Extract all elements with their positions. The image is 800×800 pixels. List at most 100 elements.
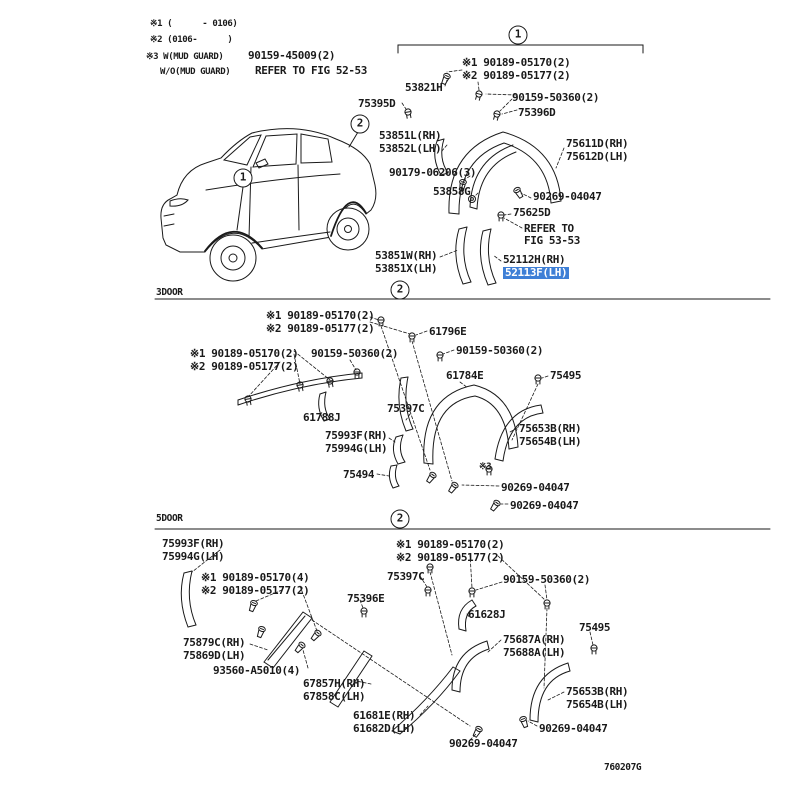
moulding-strip <box>392 434 406 465</box>
part-label[interactable]: 53851W(RH) <box>375 249 438 262</box>
part-label[interactable]: 75879C(RH) <box>183 636 246 649</box>
part-label[interactable]: 90159-50360(2) <box>503 573 591 586</box>
legend-text: ※1 ( - 0106) <box>150 19 238 29</box>
part-label[interactable]: 52113F(LH) <box>503 266 570 279</box>
part-label[interactable]: 90269-04047 <box>510 499 579 512</box>
rear-window <box>300 133 333 164</box>
part-label[interactable]: 90159-50360(2) <box>456 344 544 357</box>
part-label[interactable]: ※1 90189-05170(2) <box>462 56 571 69</box>
part-label[interactable]: ※1 90189-05170(2) <box>266 309 375 322</box>
legend-text: W/O(MUD GUARD) <box>160 67 231 77</box>
wheel-arch-flare <box>451 640 490 693</box>
callout-badge: 2 <box>390 280 410 300</box>
part-label[interactable]: ※1 90189-05170(4) <box>201 571 310 584</box>
part-label[interactable]: 75869D(LH) <box>183 649 246 662</box>
part-label[interactable]: 61682D(LH) <box>353 722 416 735</box>
section1-art <box>401 69 565 286</box>
part-label[interactable]: 90269-04047 <box>533 190 602 203</box>
part-label[interactable]: 53851X(LH) <box>375 262 438 275</box>
part-label[interactable]: 90269-04047 <box>539 722 608 735</box>
part-label[interactable]: 75994G(LH) <box>325 442 388 455</box>
part-label[interactable]: 75688A(LH) <box>503 646 566 659</box>
legend-text: ※3 W(MUD GUARD) <box>146 52 224 62</box>
part-label[interactable]: 75687A(RH) <box>503 633 566 646</box>
part-label[interactable]: 93560-A5010(4) <box>213 664 301 677</box>
front-wheel <box>209 234 257 282</box>
part-label[interactable]: 53852L(LH) <box>379 142 442 155</box>
part-label[interactable]: ※2 90189-05177(2) <box>396 551 505 564</box>
part-label[interactable]: ※2 90189-05177(2) <box>266 322 375 335</box>
part-label[interactable]: 75653B(RH) <box>519 422 582 435</box>
moulding-strip <box>388 464 400 489</box>
part-label[interactable]: 90269-04047 <box>449 737 518 750</box>
mudguard-strips <box>455 226 497 286</box>
part-label[interactable]: ※1 90189-05170(2) <box>190 347 299 360</box>
part-label[interactable]: 75395D <box>358 97 396 110</box>
part-label[interactable]: 75495 <box>579 621 611 634</box>
mirror <box>255 158 269 169</box>
part-label[interactable]: 67858C(LH) <box>303 690 366 703</box>
part-label[interactable]: 75654B(LH) <box>566 698 629 711</box>
callout-badge: 1 <box>508 25 528 45</box>
part-label[interactable]: 75653B(RH) <box>566 685 629 698</box>
part-label[interactable]: 75993F(RH) <box>162 537 225 550</box>
part-label: ※3 <box>479 462 492 472</box>
part-label[interactable]: 75994G(LH) <box>162 550 225 563</box>
part-label[interactable]: 75612D(LH) <box>566 150 629 163</box>
part-label[interactable]: ※2 90189-05177(2) <box>462 69 571 82</box>
part-label[interactable]: ※1 90189-05170(2) <box>396 538 505 551</box>
part-label[interactable]: 75397C <box>387 570 425 583</box>
car-illustration <box>160 128 377 282</box>
part-label[interactable]: 52112H(RH) <box>503 253 566 266</box>
legend-text[interactable]: 90159-45009(2) <box>248 49 336 62</box>
part-label[interactable]: 90269-04047 <box>501 481 570 494</box>
section-caption: 3DOOR <box>156 287 183 298</box>
section3-art <box>180 549 598 741</box>
callout-badge: 2 <box>350 114 370 134</box>
arch-protector <box>494 404 544 462</box>
arch-protector <box>529 662 571 723</box>
part-label[interactable]: 75625D <box>513 206 551 219</box>
part-label[interactable]: 75495 <box>550 369 582 382</box>
rear-fender-flare <box>330 201 367 237</box>
leader-lines <box>247 316 549 505</box>
part-label[interactable]: 53851L(RH) <box>379 129 442 142</box>
front-retainer-strip <box>434 138 449 176</box>
door-window <box>252 133 298 168</box>
part-label[interactable]: 75993F(RH) <box>325 429 388 442</box>
part-label[interactable]: 75494 <box>343 468 375 481</box>
part-label[interactable]: 75611D(RH) <box>566 137 629 150</box>
part-label[interactable]: 75396E <box>347 592 385 605</box>
part-label[interactable]: 75397C <box>387 402 425 415</box>
part-label[interactable]: 53821H <box>405 81 443 94</box>
part-label[interactable]: 67857H(RH) <box>303 677 366 690</box>
headlight <box>169 198 189 207</box>
part-label[interactable]: ※2 90189-05177(2) <box>201 584 310 597</box>
part-label[interactable]: 90179-06206(3) <box>389 166 477 179</box>
part-label[interactable]: 61796E <box>429 325 467 338</box>
part-label[interactable]: 90159-50360(2) <box>311 347 399 360</box>
moulding-strip <box>318 391 331 422</box>
door-moulding <box>329 650 373 708</box>
part-label[interactable]: ※2 90189-05177(2) <box>190 360 299 373</box>
part-label[interactable]: 90159-50360(2) <box>512 91 600 104</box>
part-label[interactable]: 61628J <box>468 608 506 621</box>
part-label[interactable]: 75654B(LH) <box>519 435 582 448</box>
legend-text: ※2 (0106- ) <box>150 35 233 45</box>
part-label: REFER TO <box>524 222 574 235</box>
figure-code: 760207G <box>604 762 642 773</box>
leader-lines <box>401 69 565 262</box>
leader-lines <box>191 549 594 741</box>
part-label[interactable]: 61681E(RH) <box>353 709 416 722</box>
arch-extension <box>458 599 477 632</box>
part-label[interactable]: 53858G <box>433 185 471 198</box>
part-label[interactable]: 61784E <box>446 369 484 382</box>
moulding-strip <box>180 570 197 628</box>
part-label[interactable]: 75396D <box>518 106 556 119</box>
part-label[interactable]: 61788J <box>303 411 341 424</box>
legend-text: REFER TO FIG 52-53 <box>255 64 368 77</box>
part-label: FIG 53-53 <box>524 234 581 247</box>
